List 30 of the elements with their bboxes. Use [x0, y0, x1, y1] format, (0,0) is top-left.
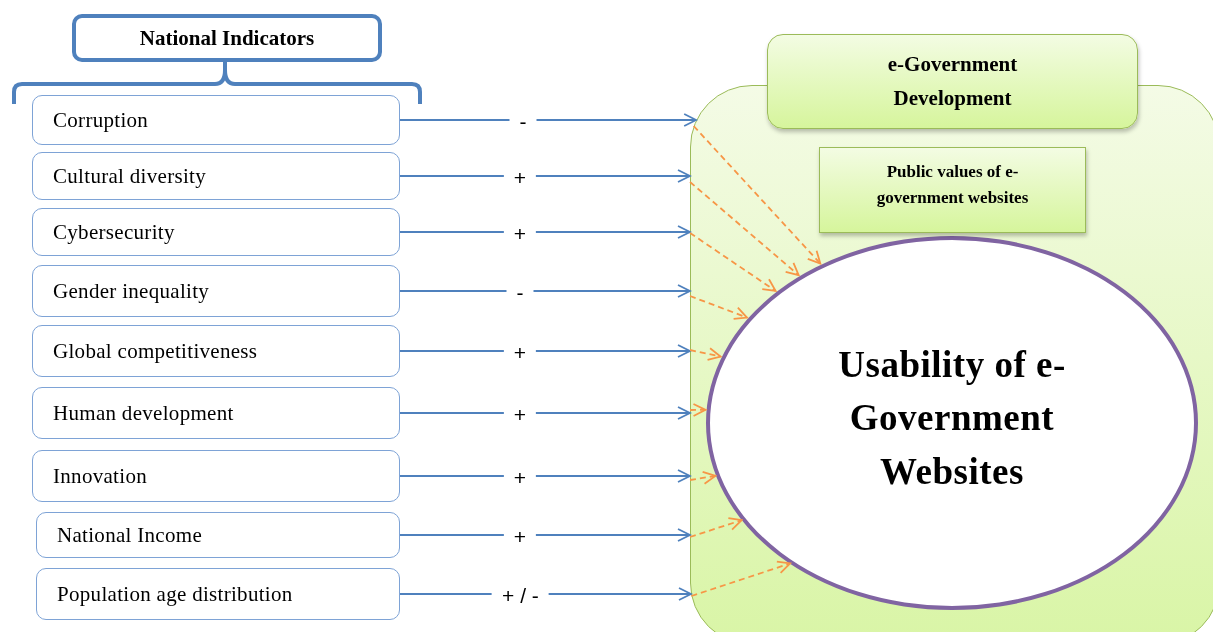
indicator-box: Cultural diversity [32, 152, 400, 200]
indicator-box: National Income [36, 512, 400, 558]
heading-box: National Indicators [72, 14, 382, 62]
indicator-box: Gender inequality [32, 265, 400, 317]
dashed-arrow [689, 517, 743, 538]
arrow [399, 225, 691, 239]
arrow [399, 113, 698, 127]
dashed-arrow [689, 347, 722, 361]
dashed-arrow [689, 181, 800, 277]
arrow [399, 169, 691, 183]
arrow [399, 528, 691, 542]
heading-tab: e-Government Development [767, 34, 1138, 129]
dashed-arrow [689, 295, 748, 320]
indicator-box: Population age distribution [36, 568, 400, 620]
arrow [399, 284, 691, 298]
dashed-arrow [689, 403, 707, 417]
dashed-arrow [689, 471, 717, 485]
dashed-arrow [692, 125, 822, 265]
indicator-box: Global competitiveness [32, 325, 400, 377]
arrow [399, 406, 691, 420]
indicator-box: Innovation [32, 450, 400, 502]
ellipse-label: Usability of e-Government Websites [837, 342, 1067, 494]
arrow [399, 469, 691, 483]
indicator-box: Cybersecurity [32, 208, 400, 256]
arrow [399, 344, 691, 358]
dashed-arrow [690, 560, 792, 597]
process-box: Public values of e-government websites [819, 147, 1086, 233]
indicator-box: Corruption [32, 95, 400, 145]
dashed-arrow [689, 232, 777, 292]
indicator-box: Human development [32, 387, 400, 439]
